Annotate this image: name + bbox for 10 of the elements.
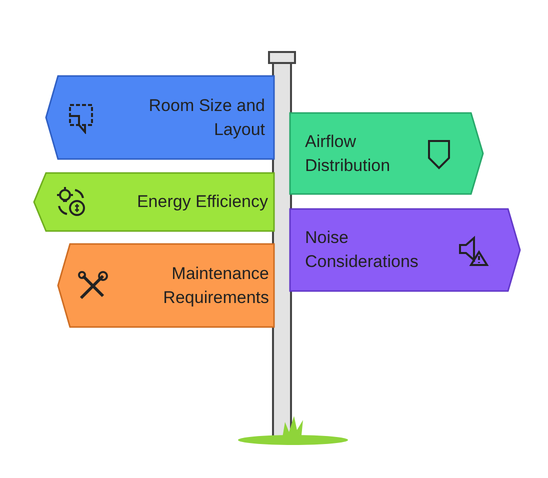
sign-label: Airflow Distribution xyxy=(305,130,392,176)
direction-sign xyxy=(289,208,521,292)
sign-label: Maintenance Requirements xyxy=(162,262,269,308)
sign-label: Energy Efficiency xyxy=(136,191,268,213)
direction-sign xyxy=(57,243,275,328)
direction-sign xyxy=(45,75,275,160)
direction-sign xyxy=(289,112,484,195)
sign-label: Room Size and Layout xyxy=(148,94,265,140)
sign-label: Noise Considerations xyxy=(305,227,420,273)
direction-sign xyxy=(33,172,275,232)
